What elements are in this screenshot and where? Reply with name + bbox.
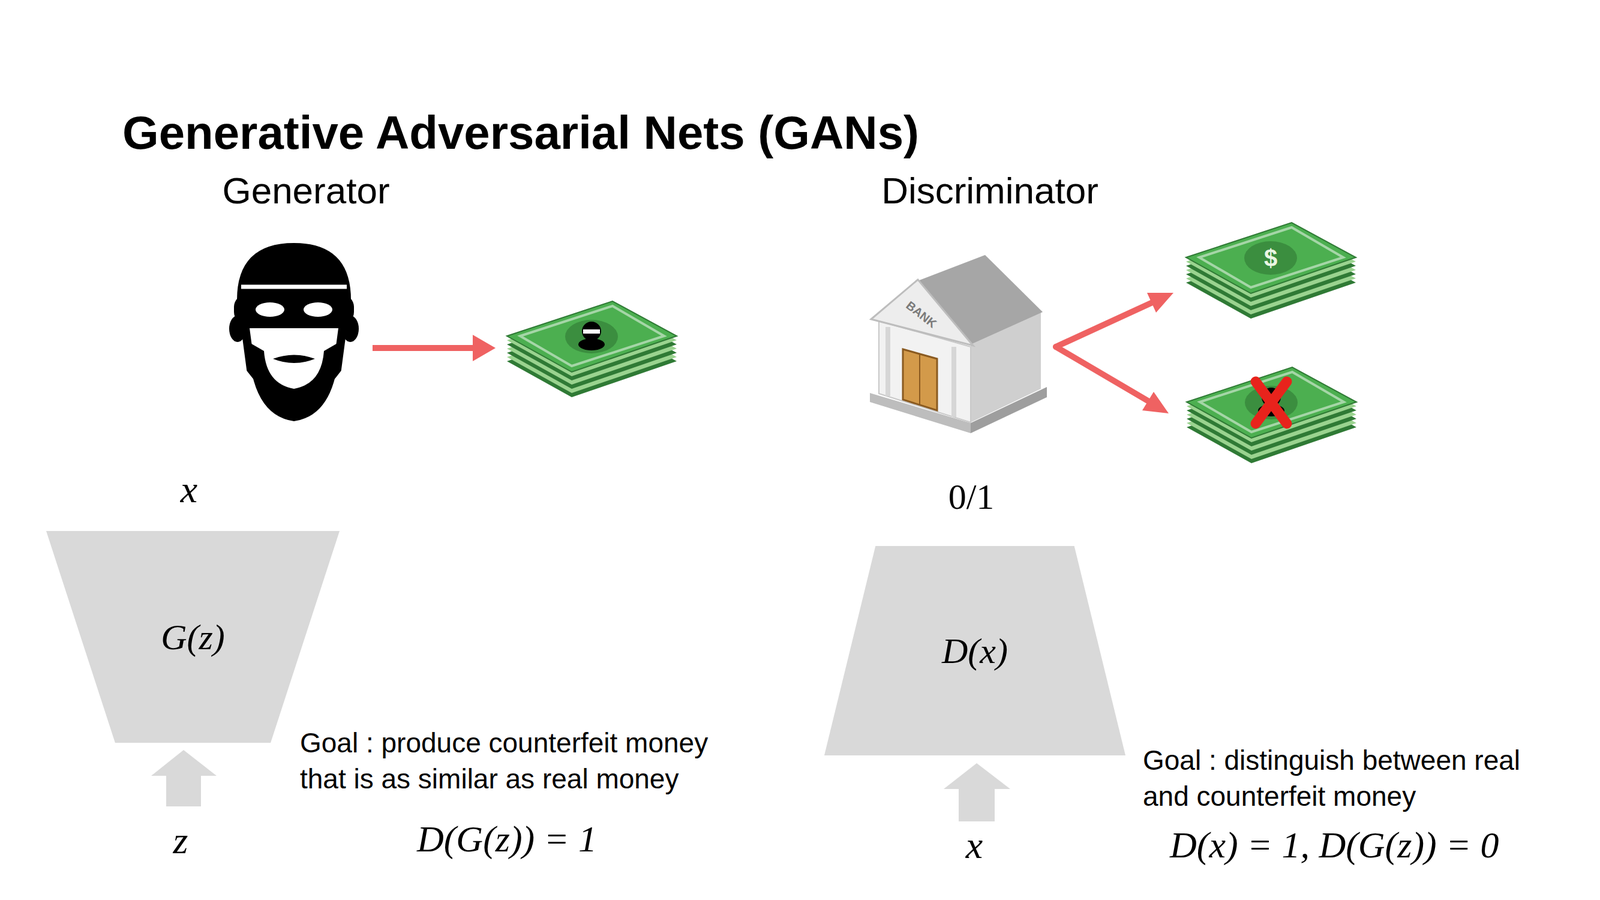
bank-building	[869, 254, 1047, 434]
trapezoid-network: D(x)	[824, 545, 1126, 756]
red-arrow	[1142, 391, 1169, 414]
objective-formula: D(x) = 1, D(G(z)) = 0	[1169, 822, 1500, 867]
generator-heading: Generator	[221, 168, 390, 213]
input-arrow	[943, 763, 1011, 789]
trapezoid-shape	[824, 545, 1126, 756]
dollar-sign: $	[1264, 243, 1278, 273]
goal-note: Goal : distinguish between real and coun…	[1142, 742, 1551, 815]
bank-building	[885, 326, 891, 396]
rejected-money-stack	[1255, 381, 1287, 424]
red-arrow	[1055, 292, 1174, 414]
thief-icon	[280, 372, 308, 381]
real-money-stack	[1186, 222, 1356, 319]
input-arrow	[943, 763, 1011, 822]
bank-building	[951, 346, 957, 417]
red-arrow	[472, 334, 496, 362]
bank-building	[871, 279, 974, 346]
input-arrow	[151, 749, 217, 807]
counterfeit-money-stack	[581, 321, 602, 341]
rejected-money-stack	[1255, 381, 1287, 424]
discriminator-output: 0/1	[948, 475, 995, 519]
goal-note: Goal : produce counterfeit money that is…	[299, 724, 732, 797]
thief-icon	[229, 242, 359, 422]
bank-building	[919, 353, 921, 405]
thief-icon	[248, 341, 340, 422]
trapezoid-shape	[46, 530, 340, 743]
red-arrow	[372, 334, 496, 362]
counterfeit-money-stack	[578, 338, 605, 351]
rejected-money-stack	[1186, 367, 1357, 464]
node-text-group: D(x)	[824, 545, 1126, 756]
objective-formula: D(G(z)) = 1	[416, 816, 597, 861]
real-money-stack	[1186, 222, 1356, 319]
red-arrow	[372, 344, 476, 351]
network-label: D(x)	[941, 629, 1008, 673]
generator-input: z	[173, 817, 189, 864]
trapezoid-network: G(z)	[46, 530, 340, 743]
thief-icon	[236, 242, 351, 300]
red-arrow	[1147, 292, 1174, 313]
thief-icon	[272, 355, 315, 364]
thief-icon	[255, 302, 285, 317]
counterfeit-money-stack	[506, 301, 677, 398]
input-arrow	[958, 788, 995, 822]
thief-icon	[241, 284, 347, 290]
generator-output: x	[180, 466, 198, 513]
counterfeit-money-stack	[506, 301, 677, 398]
bank-building	[902, 349, 938, 411]
node-text-group: G(z)	[46, 530, 340, 743]
diagram-title: Generative Adversarial Nets (GANs)	[122, 104, 920, 161]
red-arrow	[1055, 346, 1149, 402]
discriminator-input: x	[965, 821, 983, 869]
rejected-money-stack	[1186, 367, 1357, 464]
input-arrow	[166, 775, 201, 807]
thief-icon	[233, 293, 354, 326]
counterfeit-money-stack	[583, 329, 600, 334]
thief-icon	[303, 302, 333, 317]
discriminator-heading: Discriminator	[881, 168, 1099, 213]
red-arrow	[1055, 302, 1153, 347]
input-arrow	[151, 749, 217, 776]
network-label: G(z)	[160, 615, 225, 659]
